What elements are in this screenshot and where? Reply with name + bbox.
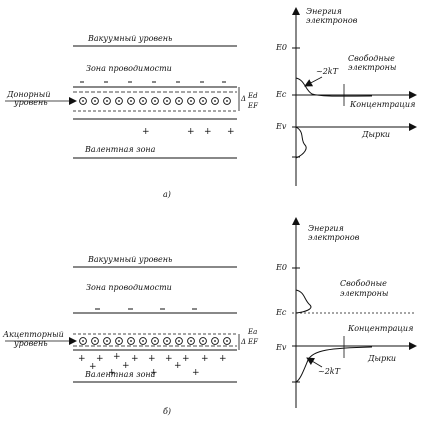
conduction-band-label: Зона проводимости: [86, 283, 172, 292]
kt-label: ~2kT: [318, 367, 341, 376]
svg-text:+: +: [96, 354, 104, 364]
hole-distribution-curve: [295, 346, 373, 383]
svg-text:+: +: [148, 354, 156, 364]
band-diagram-b: Вакуумный уровень Зона проводимости: [2, 255, 259, 416]
axis-title-line1: Энергия: [308, 224, 344, 233]
acceptor-level-atoms: [79, 337, 231, 345]
energy-graph-b: Энергия электронов E0 Ec Ev Концентрация…: [275, 217, 417, 408]
kt-arrow: [306, 357, 323, 368]
level-ed-label: Ed: [247, 92, 258, 100]
free-electrons-line2: электроны: [340, 289, 388, 298]
level-ea-label: Ea: [247, 328, 257, 336]
svg-text:+: +: [165, 354, 173, 364]
svg-text:+: +: [192, 368, 200, 378]
svg-text:+: +: [201, 354, 209, 364]
holes-plus: + + + +: [142, 127, 235, 137]
svg-text:+: +: [187, 127, 195, 137]
delta-label: Δ: [240, 338, 246, 346]
hole-distribution-curve: [295, 126, 307, 159]
svg-text:+: +: [227, 127, 235, 137]
axis-title-line1: Энергия: [306, 7, 342, 16]
valence-band-label: Валентная зона: [84, 145, 156, 154]
level-ef-label: EF: [247, 338, 259, 346]
svg-text:+: +: [219, 354, 227, 364]
panel-a: Вакуумный уровень Зона проводимости: [5, 7, 417, 199]
svg-text:+: +: [174, 361, 182, 371]
ev-label: Ev: [275, 122, 287, 131]
axis-title-line2: электронов: [306, 16, 358, 25]
valence-band-label: Валентная зона: [84, 370, 156, 379]
acceptor-level-label-line2: уровень: [13, 339, 48, 348]
electron-distribution-curve: [295, 77, 373, 97]
vacuum-level-label: Вакуумный уровень: [87, 34, 172, 43]
donor-level-atoms: [79, 97, 231, 105]
panel-a-caption: а): [163, 190, 171, 199]
svg-text:+: +: [142, 127, 150, 137]
holes-plus: +++ +++ +++ +++ +++: [78, 352, 227, 378]
free-electrons-line2: электроны: [348, 63, 396, 72]
panel-b: Вакуумный уровень Зона проводимости: [2, 217, 417, 416]
svg-text:+: +: [122, 361, 130, 371]
concentration-label: Концентрация: [349, 100, 415, 109]
holes-label: Дырки: [367, 354, 396, 363]
e0-label: E0: [275, 263, 287, 272]
svg-text:+: +: [78, 354, 86, 364]
conduction-band-label: Зона проводимости: [86, 64, 172, 73]
donor-level-label-line2: уровень: [13, 98, 48, 107]
svg-text:+: +: [89, 362, 97, 372]
svg-text:+: +: [131, 354, 139, 364]
ec-label: Ec: [275, 308, 287, 317]
energy-graph-a: Энергия электронов E0 Ec Концентрация Ev…: [275, 7, 417, 186]
svg-text:+: +: [113, 352, 121, 362]
concentration-label: Концентрация: [347, 324, 413, 333]
axis-title-line2: электронов: [308, 233, 360, 242]
svg-text:+: +: [182, 354, 190, 364]
kt-label: ~2kT: [316, 67, 339, 76]
ev-label: Ev: [275, 343, 287, 352]
acceptor-atom-centers: [82, 340, 228, 342]
panel-b-caption: б): [163, 407, 171, 416]
free-electrons-line1: Свободные: [348, 54, 395, 63]
electron-distribution-curve: [295, 289, 312, 314]
acceptor-level-label-line1: Акцепторный: [2, 330, 64, 339]
vacuum-level-label: Вакуумный уровень: [87, 255, 172, 264]
donor-level-label-line1: Донорный: [6, 90, 50, 99]
holes-label: Дырки: [361, 130, 390, 139]
svg-text:+: +: [204, 127, 212, 137]
e0-label: E0: [275, 43, 287, 52]
ec-label: Ec: [275, 90, 287, 99]
free-electrons-line1: Свободные: [340, 279, 387, 288]
svg-text:+: +: [150, 368, 158, 378]
band-diagram-a: Вакуумный уровень Зона проводимости: [5, 34, 259, 199]
level-ef-label: EF: [247, 102, 259, 110]
donor-atom-centers: [82, 100, 228, 102]
svg-text:+: +: [108, 368, 116, 378]
delta-label: Δ: [240, 95, 246, 103]
kt-arrow: [304, 76, 323, 87]
